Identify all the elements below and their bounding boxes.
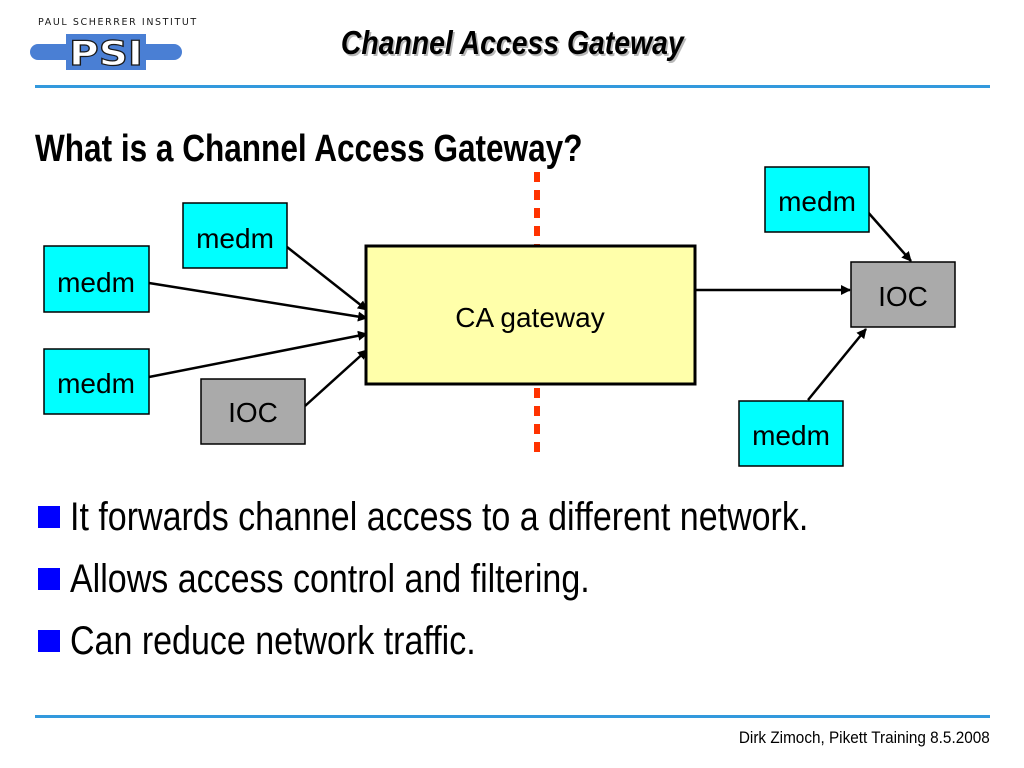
- section-heading: What is a Channel Access Gateway?: [35, 128, 583, 170]
- right-ioc-label: IOC: [878, 281, 928, 312]
- arrow-medm-to-ioc: [807, 328, 867, 401]
- left-ioc-label: IOC: [228, 397, 278, 428]
- bullet-item: Allows access control and filtering.: [38, 548, 939, 610]
- right-medm-label: medm: [752, 420, 830, 451]
- arrow-medm-to-gateway: [286, 246, 368, 311]
- header-rule: [35, 85, 990, 88]
- ca-gateway-label: CA gateway: [455, 302, 604, 333]
- arrow-medm-to-ioc: [865, 209, 912, 262]
- footer-credit: Dirk Zimoch, Pikett Training 8.5.2008: [739, 728, 990, 747]
- left-medm-label: medm: [57, 267, 135, 298]
- right-medm-box: medm: [738, 400, 844, 467]
- right-medm-box: medm: [764, 166, 870, 233]
- square-bullet-icon: [38, 568, 60, 590]
- logo-letters: PSI: [69, 34, 143, 74]
- arrow-medm-to-gateway: [148, 281, 368, 322]
- arrow-medm-to-gateway: [148, 330, 368, 379]
- right-ioc-box: IOC: [850, 261, 956, 328]
- institute-name: PAUL SCHERRER INSTITUT: [38, 17, 198, 28]
- bullet-text: It forwards channel access to a differen…: [70, 494, 809, 539]
- ca-gateway-box: CA gateway: [364, 244, 697, 386]
- left-medm-box: medm: [43, 245, 150, 313]
- left-medm-label: medm: [57, 368, 135, 399]
- left-medm-box: medm: [43, 348, 150, 415]
- bullet-text: Allows access control and filtering.: [70, 556, 590, 601]
- footer-rule: [35, 715, 990, 718]
- left-medm-box: medm: [182, 202, 288, 269]
- bullet-item: Can reduce network traffic.: [38, 610, 939, 672]
- arrow-ioc-to-gateway: [304, 349, 368, 407]
- slide-title: Channel Access Gateway: [340, 24, 684, 61]
- bullet-item: It forwards channel access to a differen…: [38, 486, 939, 548]
- left-ioc-box: IOC: [200, 378, 306, 445]
- psi-logo: PSI: [30, 33, 182, 74]
- square-bullet-icon: [38, 630, 60, 652]
- bullet-text: Can reduce network traffic.: [70, 618, 476, 663]
- square-bullet-icon: [38, 506, 60, 528]
- bullet-list: It forwards channel access to a differen…: [38, 486, 939, 672]
- right-medm-label: medm: [778, 186, 856, 217]
- left-medm-label: medm: [196, 223, 274, 254]
